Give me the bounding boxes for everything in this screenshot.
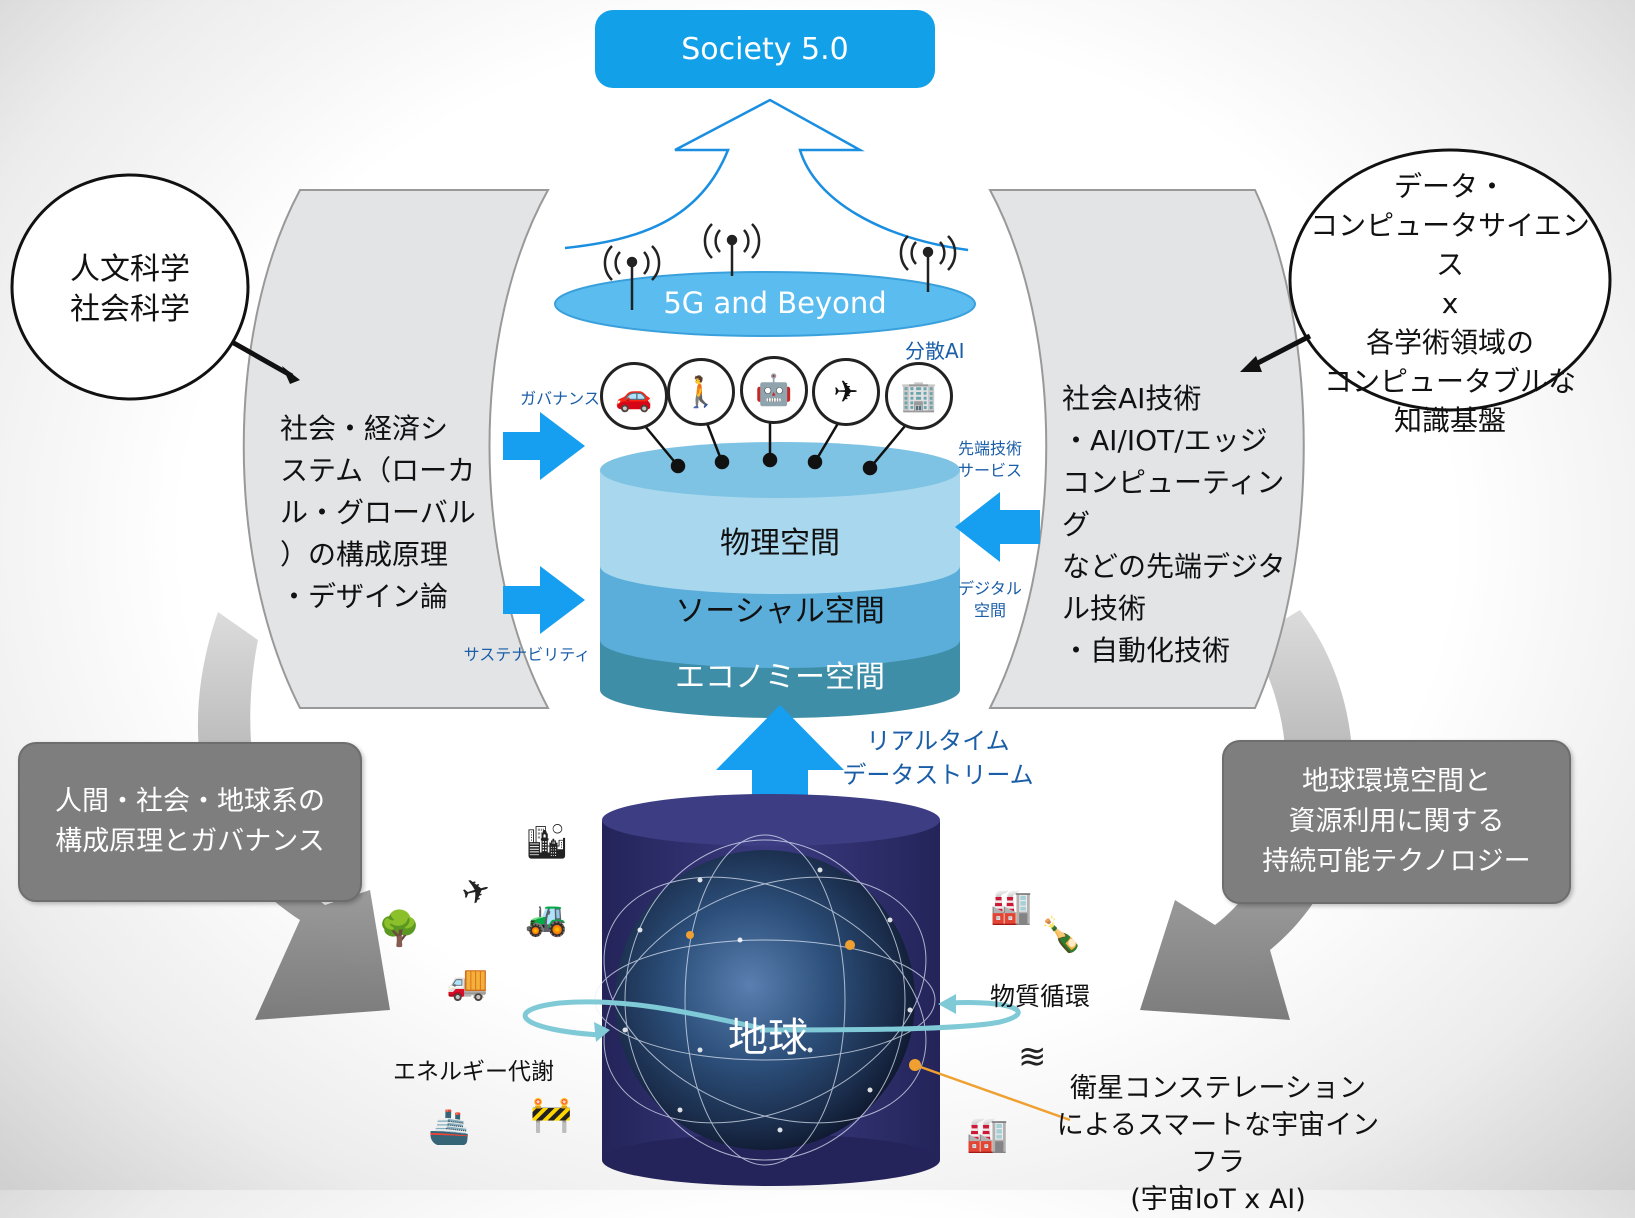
- sustainability-label: サステナビリティ: [463, 645, 591, 664]
- digital-space-label: デジタル 空間: [958, 579, 1022, 620]
- satellite-label: 衛星コンステレーション によるスマートな宇宙インフラ (宇宙IoT x AI): [1056, 1073, 1380, 1215]
- governance-arrow: [503, 412, 585, 480]
- advanced-service-label: 先端技術 サービス: [957, 439, 1022, 480]
- material-label: 物質循環: [990, 982, 1091, 1011]
- tractor-icon: 🚜: [525, 899, 568, 939]
- energy-circulation-head: [594, 1022, 610, 1042]
- humanities-text: 人文科学 社会科学: [70, 252, 190, 327]
- stream-arrow: [716, 705, 844, 830]
- factory-icon: 🏭: [966, 1115, 1009, 1155]
- water-icon: ≋: [1018, 1037, 1047, 1077]
- right-panel-text: 社会AI技術 ・AI/IOT/エッジ コンピューティング などの先端デジタ ル技…: [1062, 382, 1286, 667]
- material-circulation-head: [938, 994, 956, 1014]
- robot-icon: 🤖: [740, 356, 808, 424]
- energy-circulation: [522, 999, 761, 1038]
- elderly-icon: 🚶: [667, 358, 735, 426]
- governance-label: ガバナンス: [520, 389, 600, 408]
- energy-label: エネルギー代謝: [393, 1059, 554, 1085]
- earth-label: 地球: [728, 1015, 808, 1061]
- left-oval-arrow: [230, 339, 294, 379]
- left-oval-arrowhead: [282, 366, 300, 384]
- left-cycle-arrow: [197, 612, 390, 1020]
- space-cylinder: [600, 442, 960, 718]
- car-icon: 🚗: [600, 362, 668, 430]
- excavator-icon: 🚧: [530, 1095, 573, 1135]
- drone-icon: ✈: [812, 358, 880, 426]
- economy-space-label: エコノミー空間: [675, 660, 885, 695]
- right-oval: [1288, 148, 1612, 412]
- social-space-label: ソーシャル空間: [675, 594, 885, 629]
- left-oval: [10, 173, 250, 401]
- left-gray-box: 人間・社会・地球系の 構成原理とガバナンス: [18, 742, 362, 902]
- right-gray-box: 地球環境空間と 資源利用に関する 持続可能テクノロジー: [1222, 740, 1571, 904]
- bottles-icon: 🍾: [1040, 915, 1083, 955]
- distributed-ai-label: 分散AI: [905, 339, 965, 363]
- left-gray-box-text: 人間・社会・地球系の 構成原理とガバナンス: [55, 786, 325, 857]
- icon-connectors: [639, 417, 911, 476]
- city-icon: 🏙: [525, 822, 569, 862]
- building-icon: 🏢: [885, 362, 953, 430]
- right-panel-shape: [988, 189, 1305, 709]
- network-disc: [554, 271, 976, 337]
- society-up-arrow: [564, 98, 969, 252]
- network-label: 5G and Beyond: [663, 286, 887, 320]
- right-oval-arrow: [1250, 333, 1312, 369]
- material-circulation: [759, 1000, 1021, 1033]
- ship-icon: 🚢: [428, 1107, 471, 1147]
- society-title: Society 5.0: [595, 10, 935, 88]
- earth-cylinder: [594, 794, 940, 1186]
- right-gray-box-text: 地球環境空間と 資源利用に関する 持続可能テクノロジー: [1262, 766, 1531, 877]
- diagram-canvas: [10, 98, 1612, 1186]
- factory-smoke-icon: 🏭: [990, 887, 1033, 927]
- right-cycle-arrow: [1140, 610, 1353, 1020]
- satellite-pointer: [914, 1063, 1071, 1122]
- data-science-text: データ・ コンピュータサイエンス x 各学術領域の コンピュータブルな 知識基盤: [1310, 170, 1590, 437]
- sustainability-arrow: [503, 566, 585, 634]
- antenna-icons: [603, 223, 957, 310]
- stream-label: リアルタイム データストリーム: [842, 727, 1034, 789]
- left-panel-text: 社会・経済シ ステム（ローカ ル・グローバル ）の構成原理 ・デザイン論: [280, 412, 476, 613]
- truck-icon: 🚚: [446, 963, 489, 1003]
- advanced-service-arrow: [955, 492, 1040, 562]
- right-oval-arrowhead: [1240, 356, 1262, 372]
- tree-hands-icon: 🌳: [378, 909, 421, 949]
- society-title-text: Society 5.0: [681, 31, 849, 67]
- physical-space-label: 物理空間: [720, 526, 840, 561]
